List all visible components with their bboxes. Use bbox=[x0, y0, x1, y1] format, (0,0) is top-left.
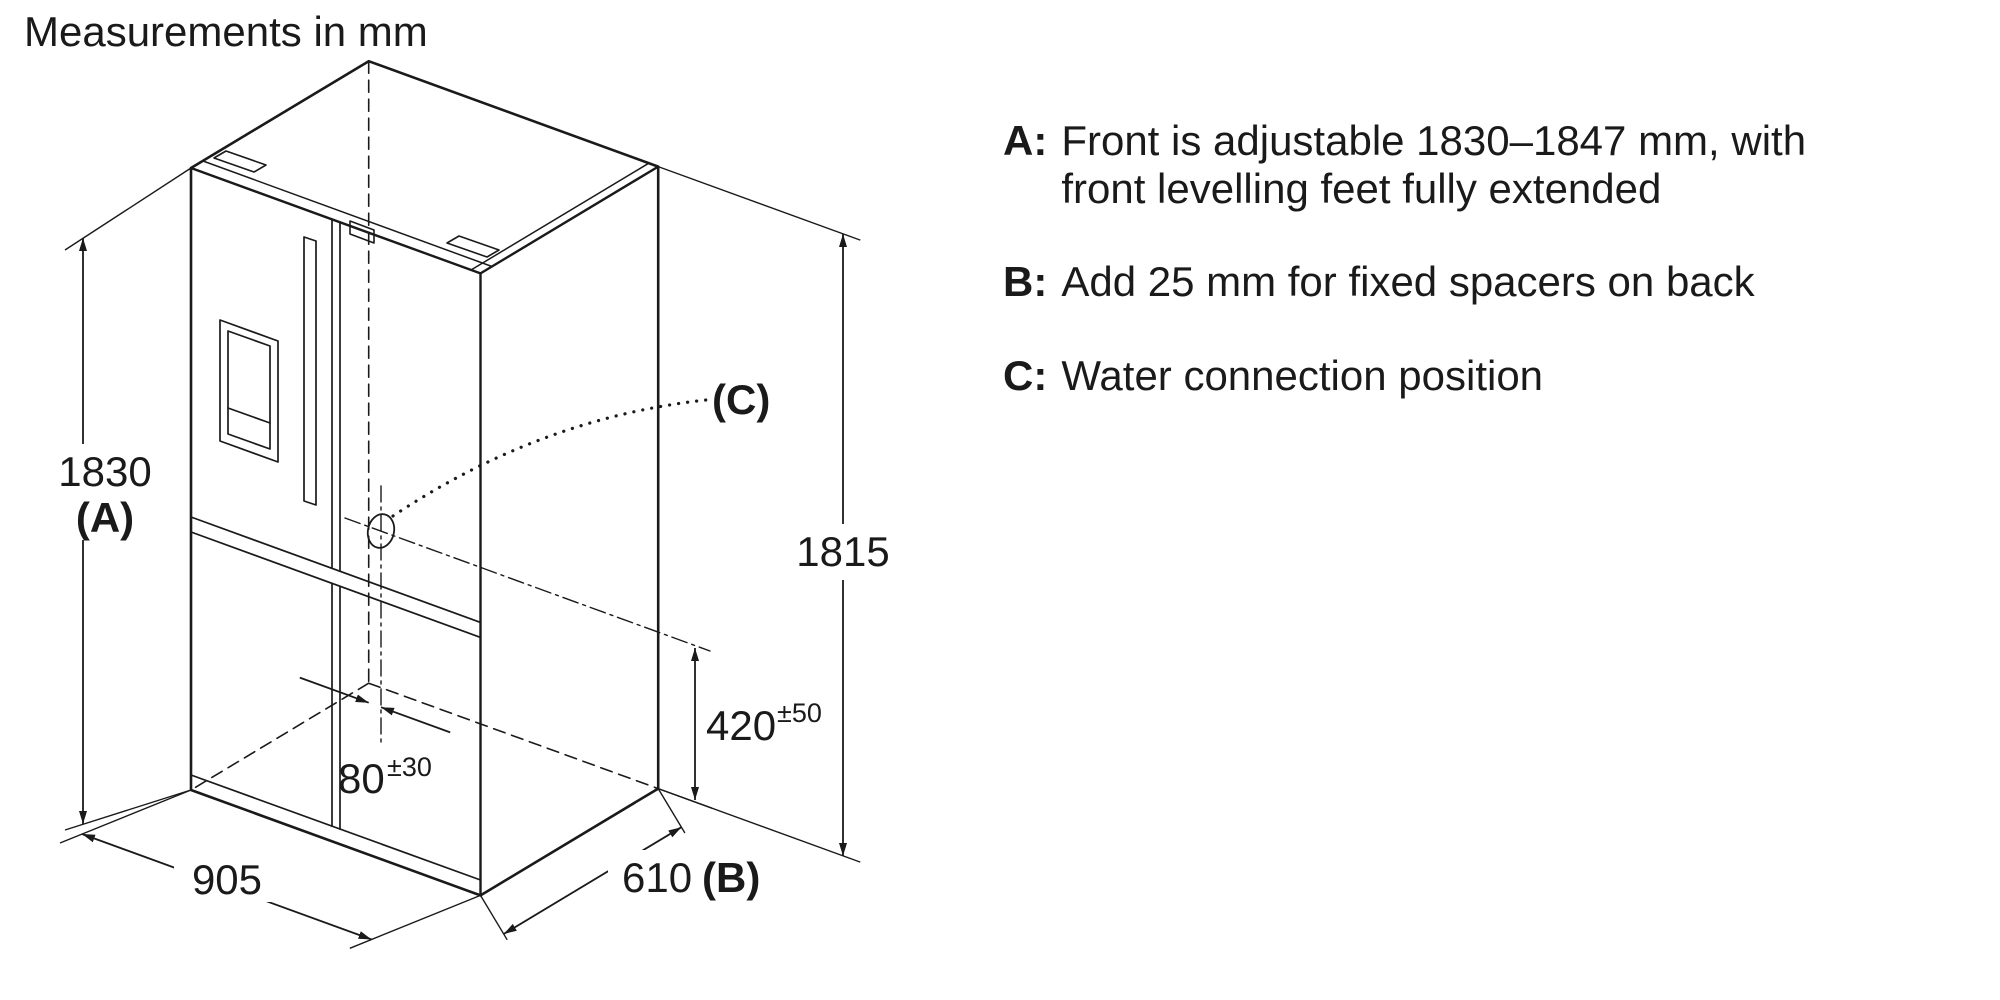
dim-water-height: 420 ±50 bbox=[657, 648, 822, 809]
legend-item-a: A: Front is adjustable 1830–1847 mm, wit… bbox=[1003, 117, 1806, 213]
hinge-right bbox=[446, 235, 500, 258]
top-right-edge bbox=[479, 165, 660, 275]
water-connection-circle bbox=[366, 513, 396, 549]
leader-dotted-line bbox=[391, 398, 708, 518]
legend-text-a-line2: front levelling feet fully extended bbox=[1061, 165, 1662, 212]
lid-edges bbox=[202, 160, 650, 271]
legend-key-b: B: bbox=[1003, 258, 1048, 305]
dim-water-offset: 80 ±30 bbox=[299, 676, 451, 802]
dim-front-height-value: 1830 bbox=[58, 448, 151, 495]
water-connection-callout: (C) bbox=[391, 376, 770, 518]
dim-width-value: 905 bbox=[192, 856, 262, 903]
dim-water-height-value: 420 bbox=[706, 702, 776, 749]
water-connection-label: (C) bbox=[712, 376, 770, 423]
dim-water-offset-tolerance: ±30 bbox=[387, 752, 432, 782]
dim-width: 905 bbox=[59, 789, 481, 949]
dim-depth-value: 610 bbox=[622, 854, 692, 901]
dim-depth-label: (B) bbox=[702, 854, 760, 901]
door-handle bbox=[303, 236, 317, 506]
dim-back-height-value: 1815 bbox=[796, 528, 889, 575]
water-connection-centerline-width bbox=[344, 517, 711, 652]
legend-text-a: Front is adjustable 1830–1847 mm, with f… bbox=[1061, 117, 1806, 213]
dim-front-height-label: (A) bbox=[76, 494, 134, 541]
legend-key-a: A: bbox=[1003, 117, 1048, 164]
dim-back-height: 1815 bbox=[657, 165, 906, 863]
dim-water-offset-value: 80 bbox=[338, 755, 385, 802]
top-front-edge bbox=[189, 166, 482, 275]
legend-item-c: C: Water connection position bbox=[1003, 352, 1543, 400]
door-split-lines bbox=[190, 218, 482, 881]
hinge-covers bbox=[213, 150, 500, 258]
hinge-center bbox=[349, 220, 375, 244]
legend-text-a-line1: Front is adjustable 1830–1847 mm, with bbox=[1061, 117, 1807, 164]
legend-key-c: C: bbox=[1003, 352, 1048, 399]
hidden-edges bbox=[190, 60, 660, 791]
legend-text-b: Add 25 mm for fixed spacers on back bbox=[1061, 258, 1754, 306]
legend-text-b-line1: Add 25 mm for fixed spacers on back bbox=[1061, 258, 1755, 305]
fridge-drawing bbox=[189, 59, 711, 897]
dim-water-height-tolerance: ±50 bbox=[777, 698, 822, 728]
page-title: Measurements in mm bbox=[24, 8, 428, 55]
water-connection-marker bbox=[344, 485, 711, 743]
dim-depth: 610 (B) bbox=[479, 788, 798, 941]
hinge-left bbox=[213, 150, 267, 173]
legend-item-b: B: Add 25 mm for fixed spacers on back bbox=[1003, 258, 1755, 306]
legend-text-c-line1: Water connection position bbox=[1061, 352, 1544, 399]
dim-front-height: 1830 (A) bbox=[42, 167, 192, 831]
legend-text-c: Water connection position bbox=[1061, 352, 1543, 400]
water-dispenser bbox=[219, 319, 279, 463]
